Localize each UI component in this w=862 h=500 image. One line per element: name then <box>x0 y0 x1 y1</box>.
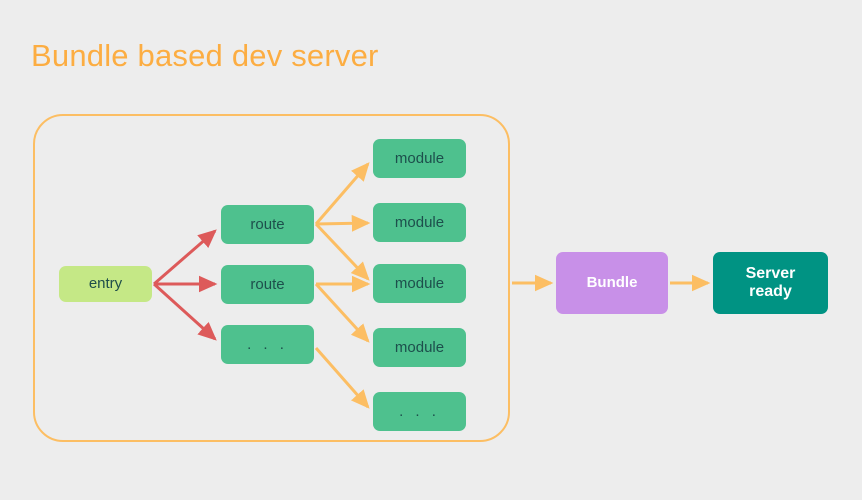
node-route-ellipsis[interactable]: . . . <box>221 325 314 364</box>
node-module-2[interactable]: module <box>373 203 466 242</box>
node-module-1-label: module <box>394 149 445 167</box>
node-module-4-label: module <box>394 338 445 356</box>
bundle-graph-container <box>33 114 510 442</box>
node-module-ellipsis-label: . . . <box>399 402 440 420</box>
node-module-3[interactable]: module <box>373 264 466 303</box>
node-route-2-label: route <box>250 275 285 293</box>
node-route-2[interactable]: route <box>221 265 314 304</box>
node-module-4[interactable]: module <box>373 328 466 367</box>
node-server-ready-label: Server ready <box>745 264 796 300</box>
page-title: Bundle based dev server <box>31 38 379 73</box>
node-module-ellipsis[interactable]: . . . <box>373 392 466 431</box>
node-route-ellipsis-label: . . . <box>247 335 288 353</box>
node-module-3-label: module <box>394 274 445 292</box>
node-bundle-label: Bundle <box>586 274 638 292</box>
node-module-2-label: module <box>394 213 445 231</box>
node-route-1-label: route <box>250 215 285 233</box>
node-entry[interactable]: entry <box>59 266 152 302</box>
node-entry-label: entry <box>88 275 123 293</box>
node-module-1[interactable]: module <box>373 139 466 178</box>
node-route-1[interactable]: route <box>221 205 314 244</box>
node-bundle[interactable]: Bundle <box>556 252 668 314</box>
node-server-ready[interactable]: Server ready <box>713 252 828 314</box>
